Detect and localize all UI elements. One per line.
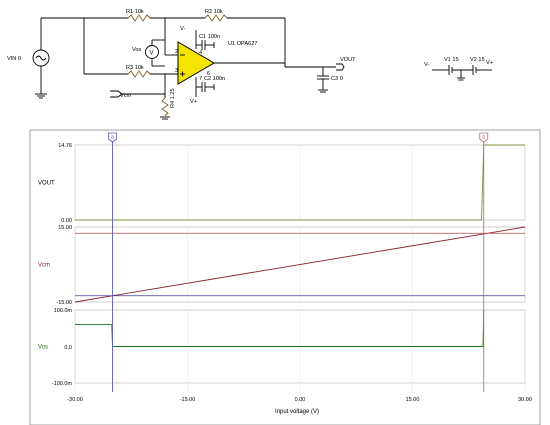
supply-sources	[432, 65, 492, 81]
resistor-r2	[204, 14, 228, 22]
y-axis-label-vout: VOUT	[38, 181, 55, 187]
c1-label: C1 100n	[199, 34, 220, 40]
x-tick-label: 0.00	[295, 397, 306, 403]
plot-panel-vout: 14.76 0.00 VOUT	[38, 143, 526, 224]
cursor-a-handle[interactable]	[108, 132, 117, 143]
r1-label: R1 10k	[126, 9, 144, 15]
vout-terminal	[336, 63, 345, 71]
pin-4-label: 4	[199, 50, 202, 56]
c3-label: C3 0	[331, 76, 343, 82]
vcm-input	[110, 74, 166, 98]
opamp-u1	[177, 41, 215, 85]
v2-label: V2 15	[470, 57, 485, 63]
y-tick-label: 100.0m	[54, 308, 73, 314]
vplus-label: V+	[190, 99, 197, 105]
vout-label: VOUT	[340, 57, 356, 63]
pin-2-label: 2	[175, 49, 178, 55]
vminus-label: V-	[180, 26, 185, 32]
y-tick-label: -15.00	[56, 300, 72, 306]
cursor-a-label: a	[111, 135, 115, 141]
waveform-plots: 14.76 0.00 VOUT 15.00 -15.00 Vcm 100.0m 0.0 -100…	[38, 143, 526, 387]
schematic	[32, 14, 492, 120]
y-tick-label: -100.0m	[52, 381, 73, 387]
y-tick-label: 0.0	[64, 345, 72, 351]
voltmeter-symbol: V	[150, 51, 154, 57]
u1-label: U1 OPA627	[228, 41, 257, 47]
y-axis-label-vos: Vos	[38, 345, 48, 351]
x-tick-label: -15.00	[180, 397, 196, 403]
plot-panel-vos: 100.0m 0.0 -100.0m Vos	[38, 308, 526, 387]
supply-vminus-label: V-	[424, 62, 429, 68]
schematic-labels: R1 10k R2 10k R3 10k R4 1.25 VIN 0 Vos V…	[7, 9, 493, 108]
supply-vplus-label: V+	[486, 60, 493, 66]
vcm-label: Vcm	[120, 93, 132, 99]
x-tick-label: 30.00	[518, 397, 532, 403]
pin-6-label: 6	[207, 71, 210, 77]
x-axis-label: Input voltage (V)	[275, 409, 319, 415]
plot-frame	[29, 129, 541, 425]
resistor-r3	[127, 70, 151, 78]
cursor-b-handle[interactable]	[479, 132, 489, 143]
y-tick-label: 14.76	[58, 143, 72, 149]
v1-label: V1 15	[444, 57, 459, 63]
vos-label: Vos	[132, 47, 142, 53]
y-tick-label: 0.00	[61, 218, 72, 224]
r2-label: R2 10k	[205, 9, 223, 15]
vin-label: VIN 0	[7, 56, 21, 62]
resistor-r1	[127, 14, 151, 22]
pin-3-label: 3	[175, 68, 178, 74]
pin-7-label: 7	[199, 76, 202, 82]
c2-label: C2 100n	[204, 76, 225, 82]
x-tick-label: -30.00	[67, 397, 83, 403]
vos-voltmeter	[145, 39, 165, 67]
x-tick-label: 15.00	[406, 397, 420, 403]
series-line-vcm-0	[74, 226, 526, 303]
y-tick-label: 15.00	[58, 225, 72, 231]
sine-icon	[35, 55, 47, 61]
r4-label: R4 1.25	[170, 88, 176, 108]
r3-label: R3 10k	[126, 65, 144, 71]
cursor-b-label: b	[482, 135, 485, 141]
resistor-r4	[161, 97, 169, 117]
series-line-vout-0	[75, 144, 525, 221]
x-axis: -30.00 -15.00 0.00 15.00 30.00	[67, 383, 532, 403]
vin-source	[32, 18, 50, 99]
series-line-vos-0	[75, 309, 485, 347]
plot-panel-vcm: 15.00 -15.00 Vcm	[38, 225, 526, 306]
y-axis-label-vcm: Vcm	[38, 263, 50, 269]
